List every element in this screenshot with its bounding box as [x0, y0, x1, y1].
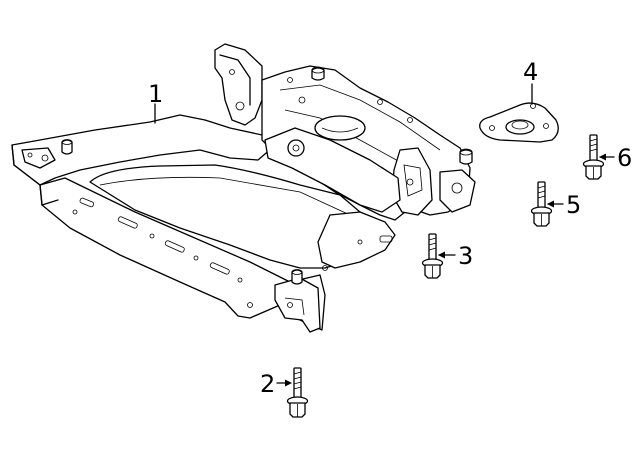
callout-5: 5 [566, 191, 581, 219]
bolt-5[interactable] [530, 181, 564, 227]
callout-6: 6 [617, 144, 632, 172]
callout-1: 1 [148, 80, 163, 108]
callout-3: 3 [458, 242, 473, 270]
mount-plate[interactable] [479, 83, 559, 143]
bolt-3[interactable] [421, 233, 456, 279]
bolt-6[interactable] [582, 134, 615, 180]
front-bolt[interactable] [276, 367, 309, 418]
callout-2: 2 [260, 370, 275, 398]
subframe[interactable] [11, 43, 476, 333]
callout-4: 4 [523, 58, 538, 86]
